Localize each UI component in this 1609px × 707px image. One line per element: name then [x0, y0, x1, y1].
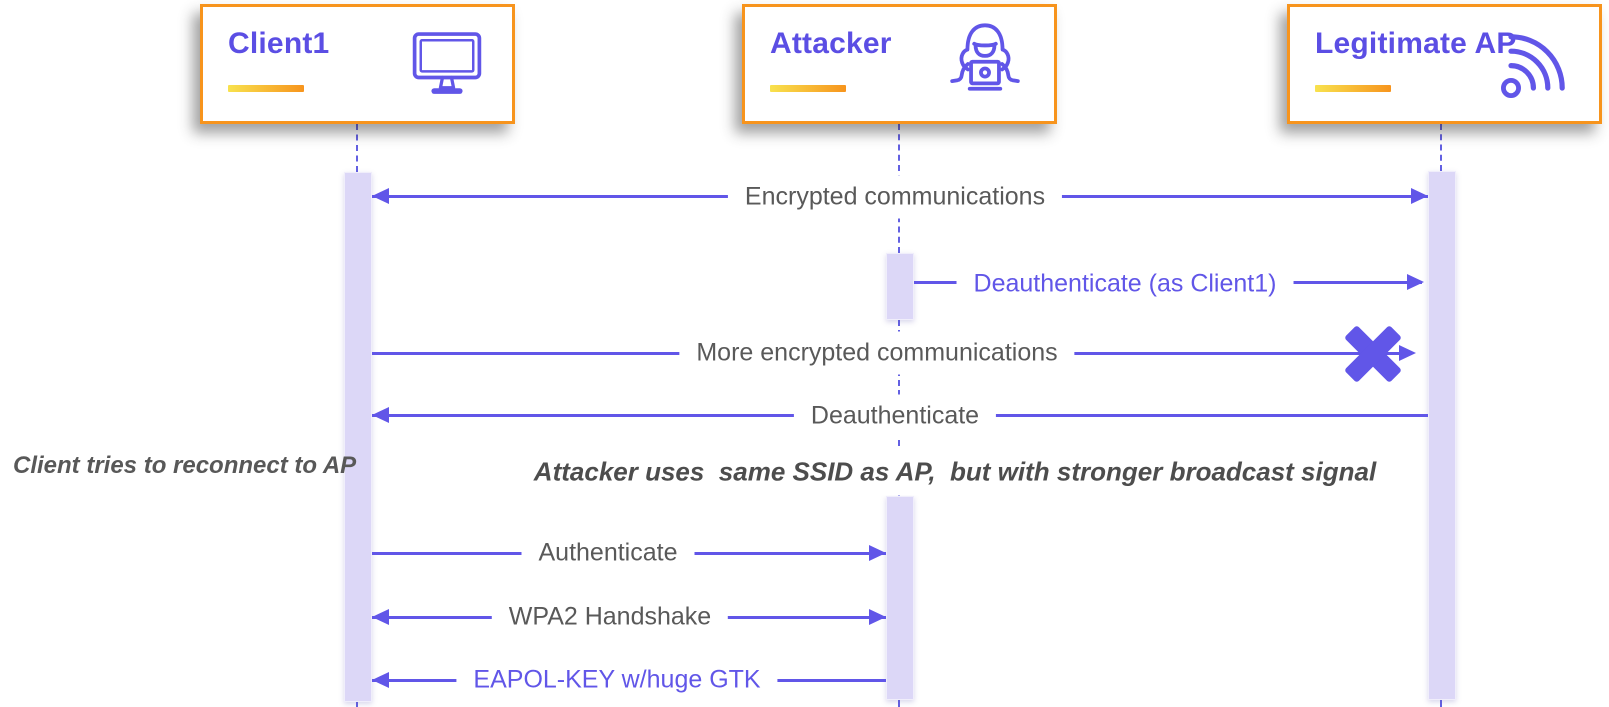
message-more-encrypted-label: More encrypted communications	[679, 331, 1075, 375]
lifeline-ap-bottom	[1440, 700, 1442, 707]
actor-box-client1: Client1	[200, 4, 515, 124]
message-encrypted-communications-label: Encrypted communications	[727, 175, 1063, 219]
actor-legitimate-ap-title: Legitimate AP	[1315, 27, 1517, 60]
arrowhead-left	[372, 609, 389, 625]
message-deauthenticate-as-client1-label: Deauthenticate (as Client1)	[956, 262, 1294, 306]
lifeline-ap-top	[1440, 124, 1442, 171]
actor-attacker-title: Attacker	[770, 27, 892, 60]
arrowhead-right	[869, 545, 886, 561]
actor-legitimate-ap-underline	[1315, 85, 1391, 92]
message-blocked-x-icon	[1341, 322, 1405, 386]
message-deauthenticate-label: Deauthenticate	[793, 394, 997, 438]
activation-bar-ap	[1428, 171, 1456, 700]
wifi-signal-icon	[1495, 24, 1575, 104]
message-authenticate-label: Authenticate	[521, 531, 695, 575]
actor-box-attacker: Attacker	[742, 4, 1057, 124]
message-wpa2-handshake-label: WPA2 Handshake	[491, 595, 729, 639]
hacker-icon	[940, 19, 1030, 109]
arrowhead-left	[372, 188, 389, 204]
lifeline-client1-bottom	[356, 702, 358, 707]
activation-bar-client1	[344, 172, 372, 702]
actor-client1-title: Client1	[228, 27, 330, 60]
actor-box-legitimate-ap: Legitimate AP	[1287, 4, 1602, 124]
arrowhead-left	[372, 407, 389, 423]
message-eapol-key-label: EAPOL-KEY w/huge GTK	[456, 658, 778, 702]
actor-attacker-underline	[770, 85, 846, 92]
actor-client1-underline	[228, 85, 304, 92]
note-attacker-ssid: Attacker uses same SSID as AP, but with …	[511, 448, 1399, 496]
arrowhead-right	[1407, 274, 1424, 290]
arrowhead-left	[372, 672, 389, 688]
lifeline-attacker-bottom	[898, 700, 900, 707]
activation-bar-attacker-2	[886, 496, 914, 700]
note-client-reconnect: Client tries to reconnect to AP	[13, 452, 357, 479]
arrowhead-right	[1399, 345, 1416, 361]
arrowhead-right	[1411, 188, 1428, 204]
activation-bar-attacker-1	[886, 253, 914, 320]
monitor-icon	[406, 23, 488, 105]
arrowhead-right	[869, 609, 886, 625]
lifeline-client1-top	[356, 124, 358, 172]
